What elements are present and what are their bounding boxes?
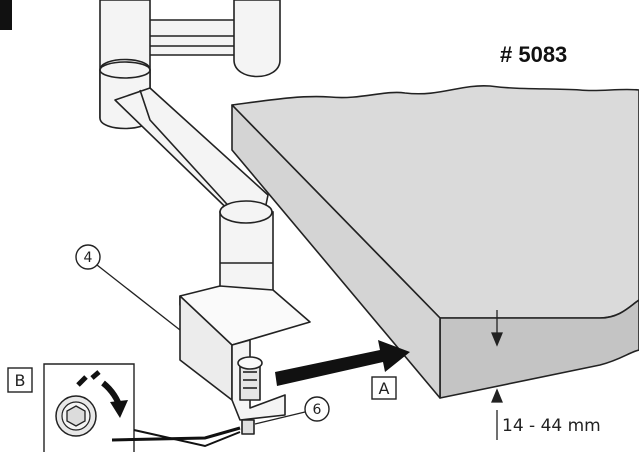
callout-part-6: 6 xyxy=(254,396,330,425)
callout-part-4-label: 4 xyxy=(84,250,93,266)
insert-arrow-icon xyxy=(275,340,410,386)
callout-part-6-label: 6 xyxy=(313,402,322,418)
desk-clamp xyxy=(179,285,311,435)
product-code: # 5083 xyxy=(500,42,567,67)
label-a-box: A xyxy=(371,376,397,400)
monitor-arm xyxy=(99,0,281,227)
label-b-text: B xyxy=(15,371,26,390)
detail-inset-b: B xyxy=(7,363,241,452)
label-a-text: A xyxy=(379,379,390,398)
thickness-dimension-label: 14 - 44 mm xyxy=(502,416,601,436)
callout-part-4: 4 xyxy=(75,244,181,331)
hex-socket-icon xyxy=(55,395,97,437)
thickness-dimension xyxy=(491,310,503,440)
corner-marker xyxy=(0,0,12,30)
desk-slab xyxy=(231,85,639,399)
rotation-arrow-icon xyxy=(76,370,128,418)
